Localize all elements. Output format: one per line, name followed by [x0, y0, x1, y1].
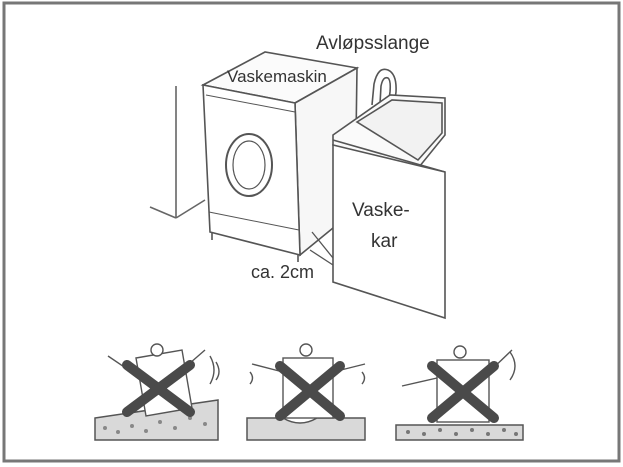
prohibited-cross-1	[122, 360, 195, 417]
prohibited-cross-3	[427, 361, 499, 423]
drain-hose-label: Avløpsslange	[316, 33, 430, 54]
warning-tilted-floor	[94, 343, 220, 441]
warning-soft-surface	[395, 345, 524, 441]
prohibited-cross-2	[275, 361, 345, 421]
drain-hose	[371, 68, 397, 107]
soft-surface-icon	[395, 424, 524, 441]
distance-label: ca. 2cm	[251, 262, 314, 282]
washing-machine-label: Vaskemaskin	[227, 67, 327, 86]
uneven-floor-icon	[246, 417, 366, 441]
warning-uneven-floor	[246, 343, 366, 441]
gap-indicator	[309, 231, 334, 266]
sink-label-line1: Vaske-	[352, 200, 410, 221]
laundry-sink	[332, 94, 446, 320]
sink-label-line2: kar	[371, 231, 398, 252]
wall-corner	[149, 86, 206, 219]
